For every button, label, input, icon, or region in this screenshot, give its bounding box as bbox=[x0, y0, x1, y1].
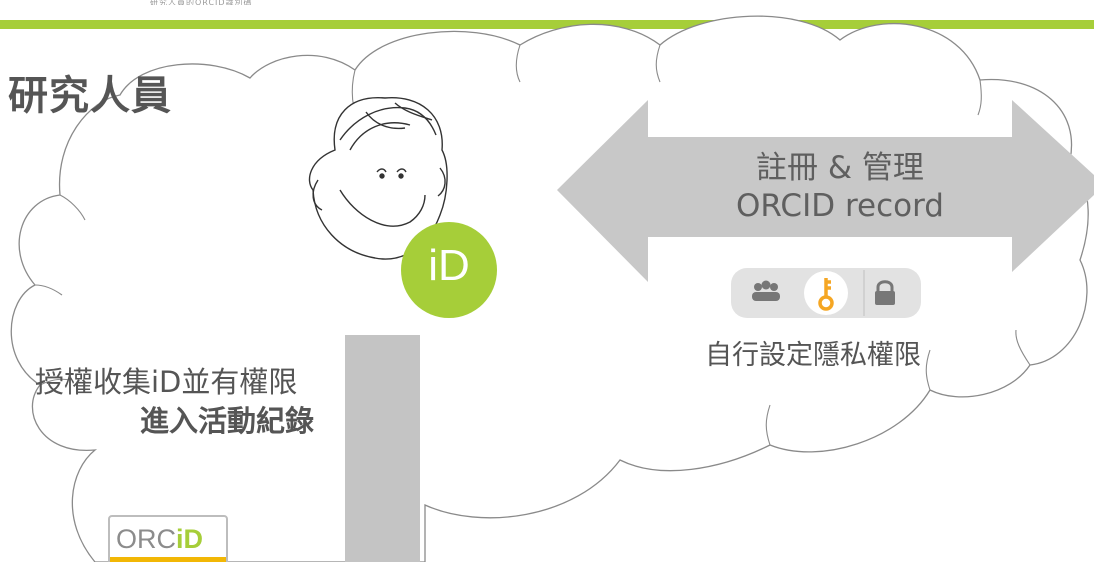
orcid-logo-text-id: iD bbox=[176, 524, 203, 554]
vertical-connector-bar bbox=[345, 335, 420, 562]
double-arrow-shape bbox=[557, 100, 1094, 282]
top-caption: 研究人員的ORCID識別碼 bbox=[150, 0, 253, 5]
lock-icon bbox=[875, 280, 895, 305]
cloud-shape bbox=[10, 15, 1089, 562]
group-icon bbox=[752, 280, 780, 301]
researcher-face-icon bbox=[308, 97, 448, 260]
arrow-label-register: 註冊 & 管理 bbox=[756, 150, 924, 186]
cloud-seams bbox=[34, 44, 1031, 446]
authorize-line-1: 授權收集iD並有權限 bbox=[35, 365, 298, 399]
privacy-caption: 自行設定隱私權限 bbox=[705, 340, 921, 371]
key-icon bbox=[818, 278, 834, 311]
page-title: 研究人員 bbox=[8, 73, 172, 119]
orcid-id-badge-icon bbox=[401, 222, 497, 318]
arrow-label-orcid-record: ORCID record bbox=[736, 188, 944, 224]
orcid-logo-text-orc: ORC bbox=[116, 524, 176, 554]
orcid-logo: ORCiD bbox=[108, 515, 228, 562]
authorize-line-2: 進入活動紀錄 bbox=[140, 404, 315, 438]
badge-id-text: iD bbox=[428, 241, 470, 290]
header-green-bar bbox=[0, 20, 1094, 29]
